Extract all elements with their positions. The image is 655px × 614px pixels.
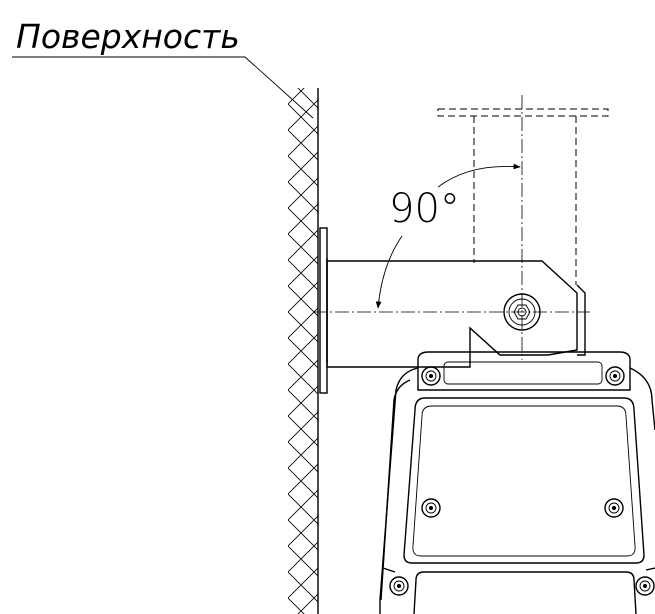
angle-label: 90° [389, 186, 460, 232]
device-housing [379, 351, 655, 614]
pivot-bolt [503, 293, 541, 331]
screw-top-left [421, 366, 441, 386]
screw-bottom-right [635, 576, 655, 596]
rotated-arm-phantom [437, 108, 609, 285]
screw-bottom-left [389, 576, 409, 596]
surface-leader-line [12, 56, 314, 119]
angle-dimension [375, 163, 521, 309]
screw-top-right [605, 366, 625, 386]
surface-label: Поверхность [16, 17, 240, 56]
screw-mid-left [421, 498, 441, 518]
wall-surface [288, 88, 319, 614]
housing-screws [389, 366, 655, 596]
screw-mid-right [604, 498, 624, 518]
bracket-arm [326, 260, 586, 368]
wall-plate [319, 227, 328, 394]
